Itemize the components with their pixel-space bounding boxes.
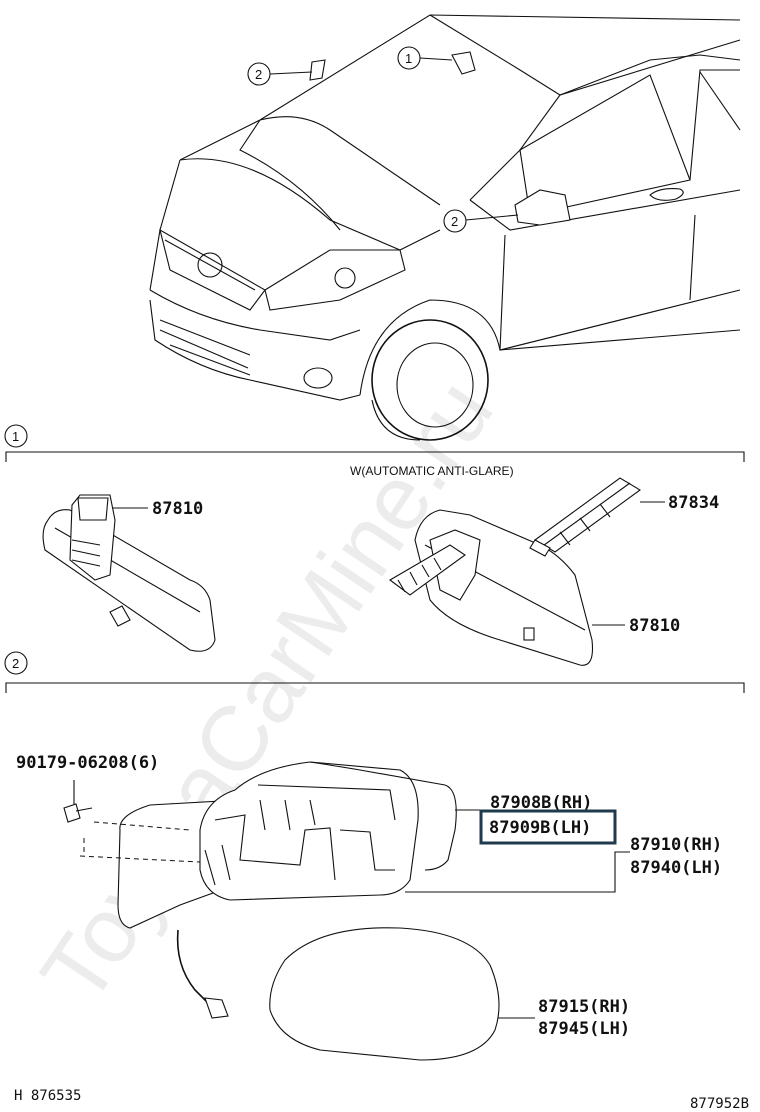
part-87909b-lh: 87909B(LH) (489, 818, 591, 838)
part-screw: 90179-06208(6) (16, 753, 159, 773)
callout-1-number: 1 (405, 51, 412, 66)
callout-2-number: 2 (255, 67, 262, 82)
watermark: ToyotaCarMine.ru (22, 362, 513, 1021)
car-illustration (149, 14, 741, 441)
callout-1-top: 1 (397, 46, 421, 70)
section-2-header: 2 (4, 651, 745, 693)
screw (63, 780, 93, 823)
anti-glare-note: W(AUTOMATIC ANTI-GLARE) (350, 464, 514, 478)
footer-left-code: H 876535 (14, 1088, 81, 1104)
section-2-number: 2 (12, 656, 19, 671)
mirror-housing (199, 761, 630, 901)
part-87810-right: 87810 (629, 616, 680, 636)
part-87945-lh: 87945(LH) (538, 1019, 630, 1039)
part-87910-rh: 87910(RH) (630, 835, 722, 855)
callout-2-number: 2 (451, 214, 458, 229)
footer-right-code: 877952B (690, 1096, 749, 1112)
inner-mirror-right (389, 509, 625, 666)
part-87908b-rh: 87908B(RH) (490, 793, 592, 813)
mirror-glass (269, 927, 535, 1061)
harness-cover (529, 477, 665, 557)
part-87834: 87834 (668, 493, 719, 513)
section-1-header: 1 (4, 424, 745, 462)
part-87915-rh: 87915(RH) (538, 997, 630, 1017)
callout-2-top: 2 (247, 62, 271, 86)
inner-mirror-left (42, 494, 216, 652)
part-87940-lh: 87940(LH) (630, 858, 722, 878)
section-1-number: 1 (12, 429, 19, 444)
highlight-box (479, 809, 617, 845)
callout-2-mid: 2 (443, 209, 467, 233)
part-87810-left: 87810 (152, 499, 203, 519)
